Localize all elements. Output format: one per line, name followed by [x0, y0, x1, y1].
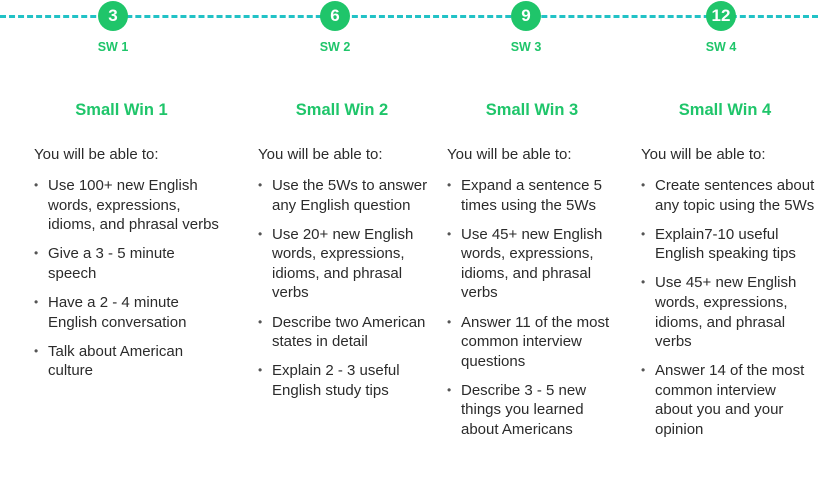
bullet-icon: •: [447, 314, 452, 329]
list-item-text: Describe 3 - 5 new things you learned ab…: [461, 381, 587, 439]
milestone-number: 6: [320, 1, 350, 31]
list-item: • Describe 3 - 5 new things you learned a…: [447, 381, 617, 440]
column-title: Small Win 2: [295, 101, 389, 119]
list-item-text: Use 20+ new English words, expressions, …: [272, 225, 414, 302]
list-item: • Talk about American culture: [34, 342, 219, 381]
column-title: Small Win 4: [678, 101, 772, 119]
outcome-list: • Expand a sentence 5 times using the 5Ws…: [447, 176, 617, 440]
list-item-text: Explain7-10 useful English speaking tips: [655, 225, 796, 263]
bullet-icon: •: [447, 178, 452, 192]
outcome-list: • Create sentences about any topic using …: [641, 176, 817, 440]
timeline-dashed-line: [0, 15, 818, 18]
milestone-number: 3: [98, 1, 128, 31]
outcome-list: • Use the 5Ws to answer any English quest…: [258, 176, 430, 400]
milestone-1: 3 SW 1: [73, 0, 153, 54]
list-item: • Create sentences about any topic using …: [641, 176, 817, 215]
bullet-icon: •: [641, 178, 646, 192]
list-item: • Describe two American states in detail: [258, 313, 430, 352]
bullet-icon: •: [34, 178, 39, 192]
list-item: • Give a 3 - 5 minute speech: [34, 244, 219, 283]
milestone-label: SW 3: [510, 40, 542, 54]
milestone-label: SW 2: [319, 40, 351, 54]
bullet-icon: •: [447, 382, 452, 397]
bullet-icon: •: [641, 275, 646, 290]
milestone-number: 9: [511, 1, 541, 31]
list-item-text: Use 45+ new English words, expressions, …: [655, 274, 797, 351]
list-item: • Explain 2 - 3 useful English study tips: [258, 361, 430, 400]
list-item-text: Describe two American states in detail: [272, 313, 426, 351]
list-item-text: Give a 3 - 5 minute speech: [48, 245, 175, 282]
bullet-icon: •: [34, 343, 39, 358]
list-item: • Have a 2 - 4 minute English conversatio…: [34, 293, 219, 332]
list-item-text: Create sentences about any topic using t…: [655, 177, 815, 214]
column-title: Small Win 3: [485, 101, 579, 119]
list-item: • Use the 5Ws to answer any English quest…: [258, 176, 430, 215]
bullet-icon: •: [641, 226, 646, 241]
list-item-text: Use the 5Ws to answer any English questi…: [272, 177, 428, 214]
column-intro: You will be able to:: [34, 146, 159, 163]
milestone-number: 12: [706, 1, 736, 31]
outcome-list: • Use 100+ new English words, expressions…: [34, 176, 219, 381]
bullet-icon: •: [447, 226, 452, 241]
small-win-column-3: Small Win 3 You will be able to: • Expand…: [447, 99, 617, 449]
list-item: • Use 45+ new English words, expressions,…: [447, 225, 617, 303]
list-item: • Explain7-10 useful English speaking tip…: [641, 225, 817, 264]
column-intro: You will be able to:: [641, 146, 766, 163]
small-win-column-4: Small Win 4 You will be able to: • Create…: [641, 99, 817, 449]
list-item: • Answer 14 of the most common interview …: [641, 361, 817, 439]
bullet-icon: •: [34, 294, 39, 309]
small-win-column-1: Small Win 1 You will be able to: • Use 10…: [34, 99, 219, 390]
bullet-icon: •: [258, 226, 263, 241]
bullet-icon: •: [258, 363, 263, 378]
list-item-text: Talk about American culture: [48, 342, 184, 380]
list-item-text: Answer 11 of the most common interview q…: [461, 313, 610, 370]
list-item: • Use 20+ new English words, expressions,…: [258, 225, 430, 303]
milestone-3: 9 SW 3: [486, 0, 566, 54]
list-item-text: Use 100+ new English words, expressions,…: [48, 177, 219, 234]
column-intro: You will be able to:: [258, 146, 383, 163]
list-item: • Answer 11 of the most common interview …: [447, 313, 617, 372]
list-item: • Use 100+ new English words, expressions…: [34, 176, 219, 235]
bullet-icon: •: [258, 178, 263, 192]
small-win-column-2: Small Win 2 You will be able to: • Use th…: [258, 99, 430, 410]
milestone-label: SW 1: [97, 40, 129, 54]
list-item: • Expand a sentence 5 times using the 5Ws: [447, 176, 617, 215]
bullet-icon: •: [641, 363, 646, 378]
list-item-text: Answer 14 of the most common interview a…: [655, 362, 805, 439]
milestone-2: 6 SW 2: [295, 0, 375, 54]
bullet-icon: •: [34, 246, 39, 261]
list-item: • Use 45+ new English words, expressions,…: [641, 273, 817, 351]
milestone-4: 12 SW 4: [681, 0, 761, 54]
column-intro: You will be able to:: [447, 146, 572, 163]
list-item-text: Use 45+ new English words, expressions, …: [461, 225, 603, 302]
milestone-label: SW 4: [705, 40, 737, 54]
column-title: Small Win 1: [75, 101, 168, 119]
list-item-text: Explain 2 - 3 useful English study tips: [272, 362, 400, 399]
list-item-text: Expand a sentence 5 times using the 5Ws: [461, 177, 602, 214]
list-item-text: Have a 2 - 4 minute English conversation: [48, 293, 187, 331]
bullet-icon: •: [258, 314, 263, 329]
